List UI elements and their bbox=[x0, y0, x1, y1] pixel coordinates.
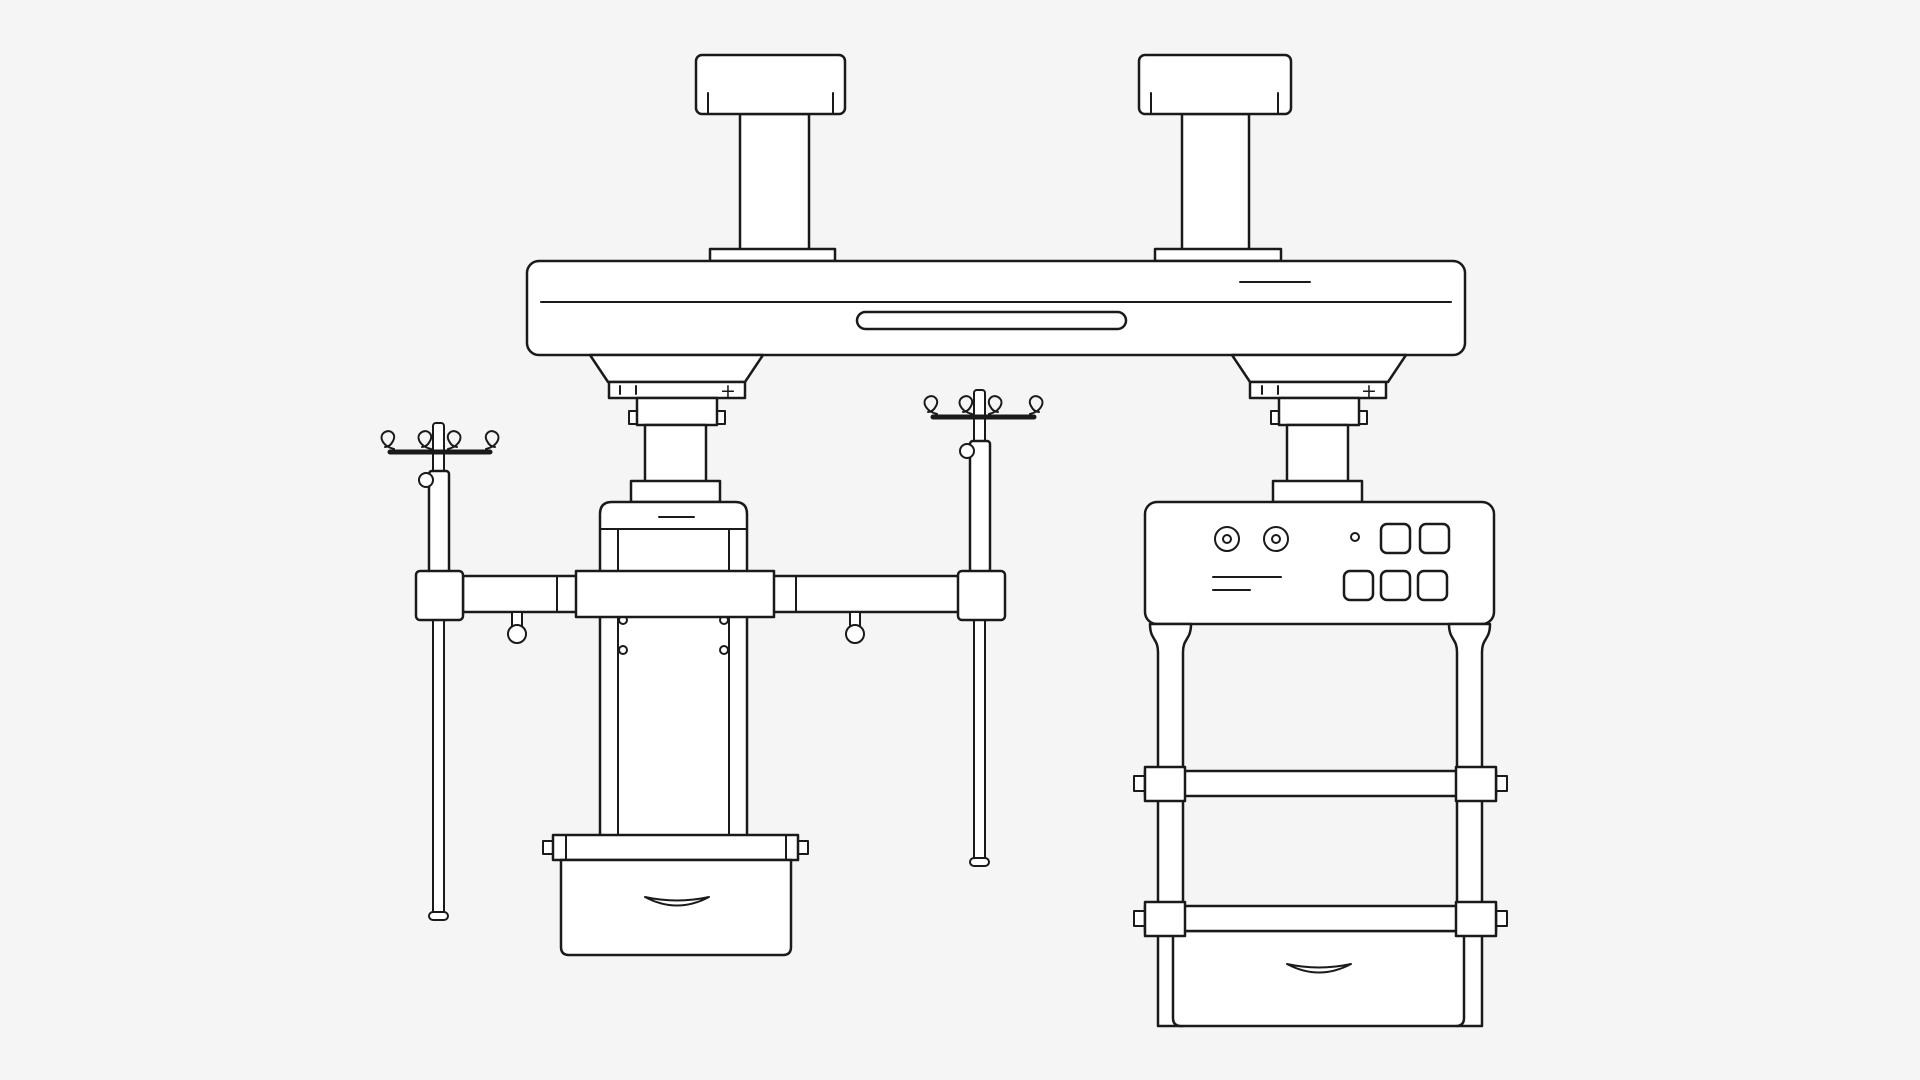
hanger-hook-icon bbox=[958, 395, 974, 415]
panel-button bbox=[1379, 569, 1412, 602]
drawer-handle-left bbox=[644, 896, 710, 907]
pole-adjust-knob bbox=[418, 472, 434, 488]
ceiling-cap-right bbox=[1137, 53, 1293, 116]
ceiling-cap-left bbox=[694, 53, 847, 116]
control-panel bbox=[1143, 500, 1496, 626]
pole-foot bbox=[428, 911, 449, 921]
pole-clamp-left bbox=[414, 569, 465, 622]
carriage-neck-right bbox=[1277, 396, 1361, 427]
hanger-hook-icon bbox=[1028, 395, 1044, 415]
drawer-handle-right bbox=[1286, 963, 1352, 974]
pole-upper-section bbox=[432, 422, 445, 476]
indicator-dot bbox=[1350, 532, 1360, 542]
drawer-box-left bbox=[559, 858, 793, 957]
shelf-clamp bbox=[1454, 765, 1498, 803]
pole-foot bbox=[969, 857, 990, 867]
column-screw bbox=[719, 645, 729, 655]
drawer-unit-left bbox=[542, 833, 809, 957]
ceiling-collar-left bbox=[708, 247, 837, 263]
roller-left bbox=[507, 624, 527, 644]
shelf-lower bbox=[1133, 900, 1508, 938]
lift-column-left bbox=[598, 423, 749, 842]
carriage-right: + bbox=[1230, 353, 1408, 427]
rail-clamp-section bbox=[574, 569, 776, 619]
drawer-box-right bbox=[1171, 929, 1466, 1028]
carriage-neck-left bbox=[635, 396, 719, 427]
shelf-nub bbox=[1495, 910, 1508, 927]
column-screw bbox=[618, 645, 628, 655]
ceiling-column-right bbox=[1180, 112, 1251, 253]
pole-lower-section bbox=[432, 619, 445, 917]
carriage-plate-upper bbox=[588, 353, 765, 384]
ceiling-collar-right bbox=[1153, 247, 1283, 263]
panel-button bbox=[1379, 522, 1412, 555]
shelf-bar bbox=[1143, 769, 1498, 798]
pole-lower-section bbox=[973, 619, 986, 862]
ceiling-mount-right bbox=[1137, 53, 1293, 263]
ceiling-column-left bbox=[738, 112, 811, 253]
pole-adjust-knob bbox=[959, 443, 975, 459]
lift-column-right bbox=[1271, 423, 1364, 504]
shelf-bar bbox=[1143, 904, 1498, 933]
control-panel-box bbox=[1143, 500, 1496, 626]
roller-stem bbox=[511, 611, 523, 627]
drawer-unit-right bbox=[1171, 929, 1466, 1028]
hanger-hook-icon bbox=[987, 395, 1003, 415]
panel-button bbox=[1342, 569, 1375, 602]
shelf-clamp bbox=[1143, 765, 1187, 803]
flange-nub bbox=[797, 840, 809, 855]
knob-center-dot bbox=[1222, 534, 1232, 544]
side-rail bbox=[414, 569, 1007, 644]
shelf-nub bbox=[1495, 775, 1508, 792]
shelf-clamp bbox=[1454, 900, 1498, 938]
pole-clamp-center bbox=[956, 569, 1007, 622]
hanger-hook-icon bbox=[484, 430, 500, 450]
panel-button bbox=[1416, 569, 1449, 602]
shelf-nub bbox=[1133, 910, 1146, 927]
control-knob-2 bbox=[1263, 526, 1289, 552]
roller-stem bbox=[849, 611, 861, 627]
hanger-hook-icon bbox=[446, 430, 462, 450]
control-knob-1 bbox=[1214, 526, 1240, 552]
plus-mark-right: + bbox=[1361, 380, 1377, 402]
knob-center-dot bbox=[1271, 534, 1281, 544]
shelf-upper bbox=[1133, 765, 1508, 803]
beam-slot bbox=[855, 310, 1128, 331]
support-beam bbox=[525, 259, 1467, 357]
shaft-collar-right bbox=[1271, 479, 1364, 504]
panel-button bbox=[1418, 522, 1451, 555]
carriage-left: + bbox=[588, 353, 765, 427]
hanger-hook-icon bbox=[417, 430, 433, 450]
iv-pole-left bbox=[380, 422, 500, 921]
carriage-plate-upper bbox=[1230, 353, 1408, 384]
drawer-flange-left bbox=[551, 833, 800, 862]
hanger-hook-icon bbox=[380, 430, 396, 450]
shelf-nub bbox=[1133, 775, 1146, 792]
plus-mark-left: + bbox=[720, 380, 736, 402]
shelf-clamp bbox=[1143, 900, 1187, 938]
column-body-left bbox=[598, 500, 749, 842]
hanger-hook-icon bbox=[923, 395, 939, 415]
roller-right bbox=[845, 624, 865, 644]
beam-body bbox=[525, 259, 1467, 357]
shaft-collar-left bbox=[629, 479, 722, 504]
ceiling-mount-left bbox=[694, 53, 847, 263]
flange-nub bbox=[542, 840, 554, 855]
iv-pole-center bbox=[923, 389, 1044, 867]
